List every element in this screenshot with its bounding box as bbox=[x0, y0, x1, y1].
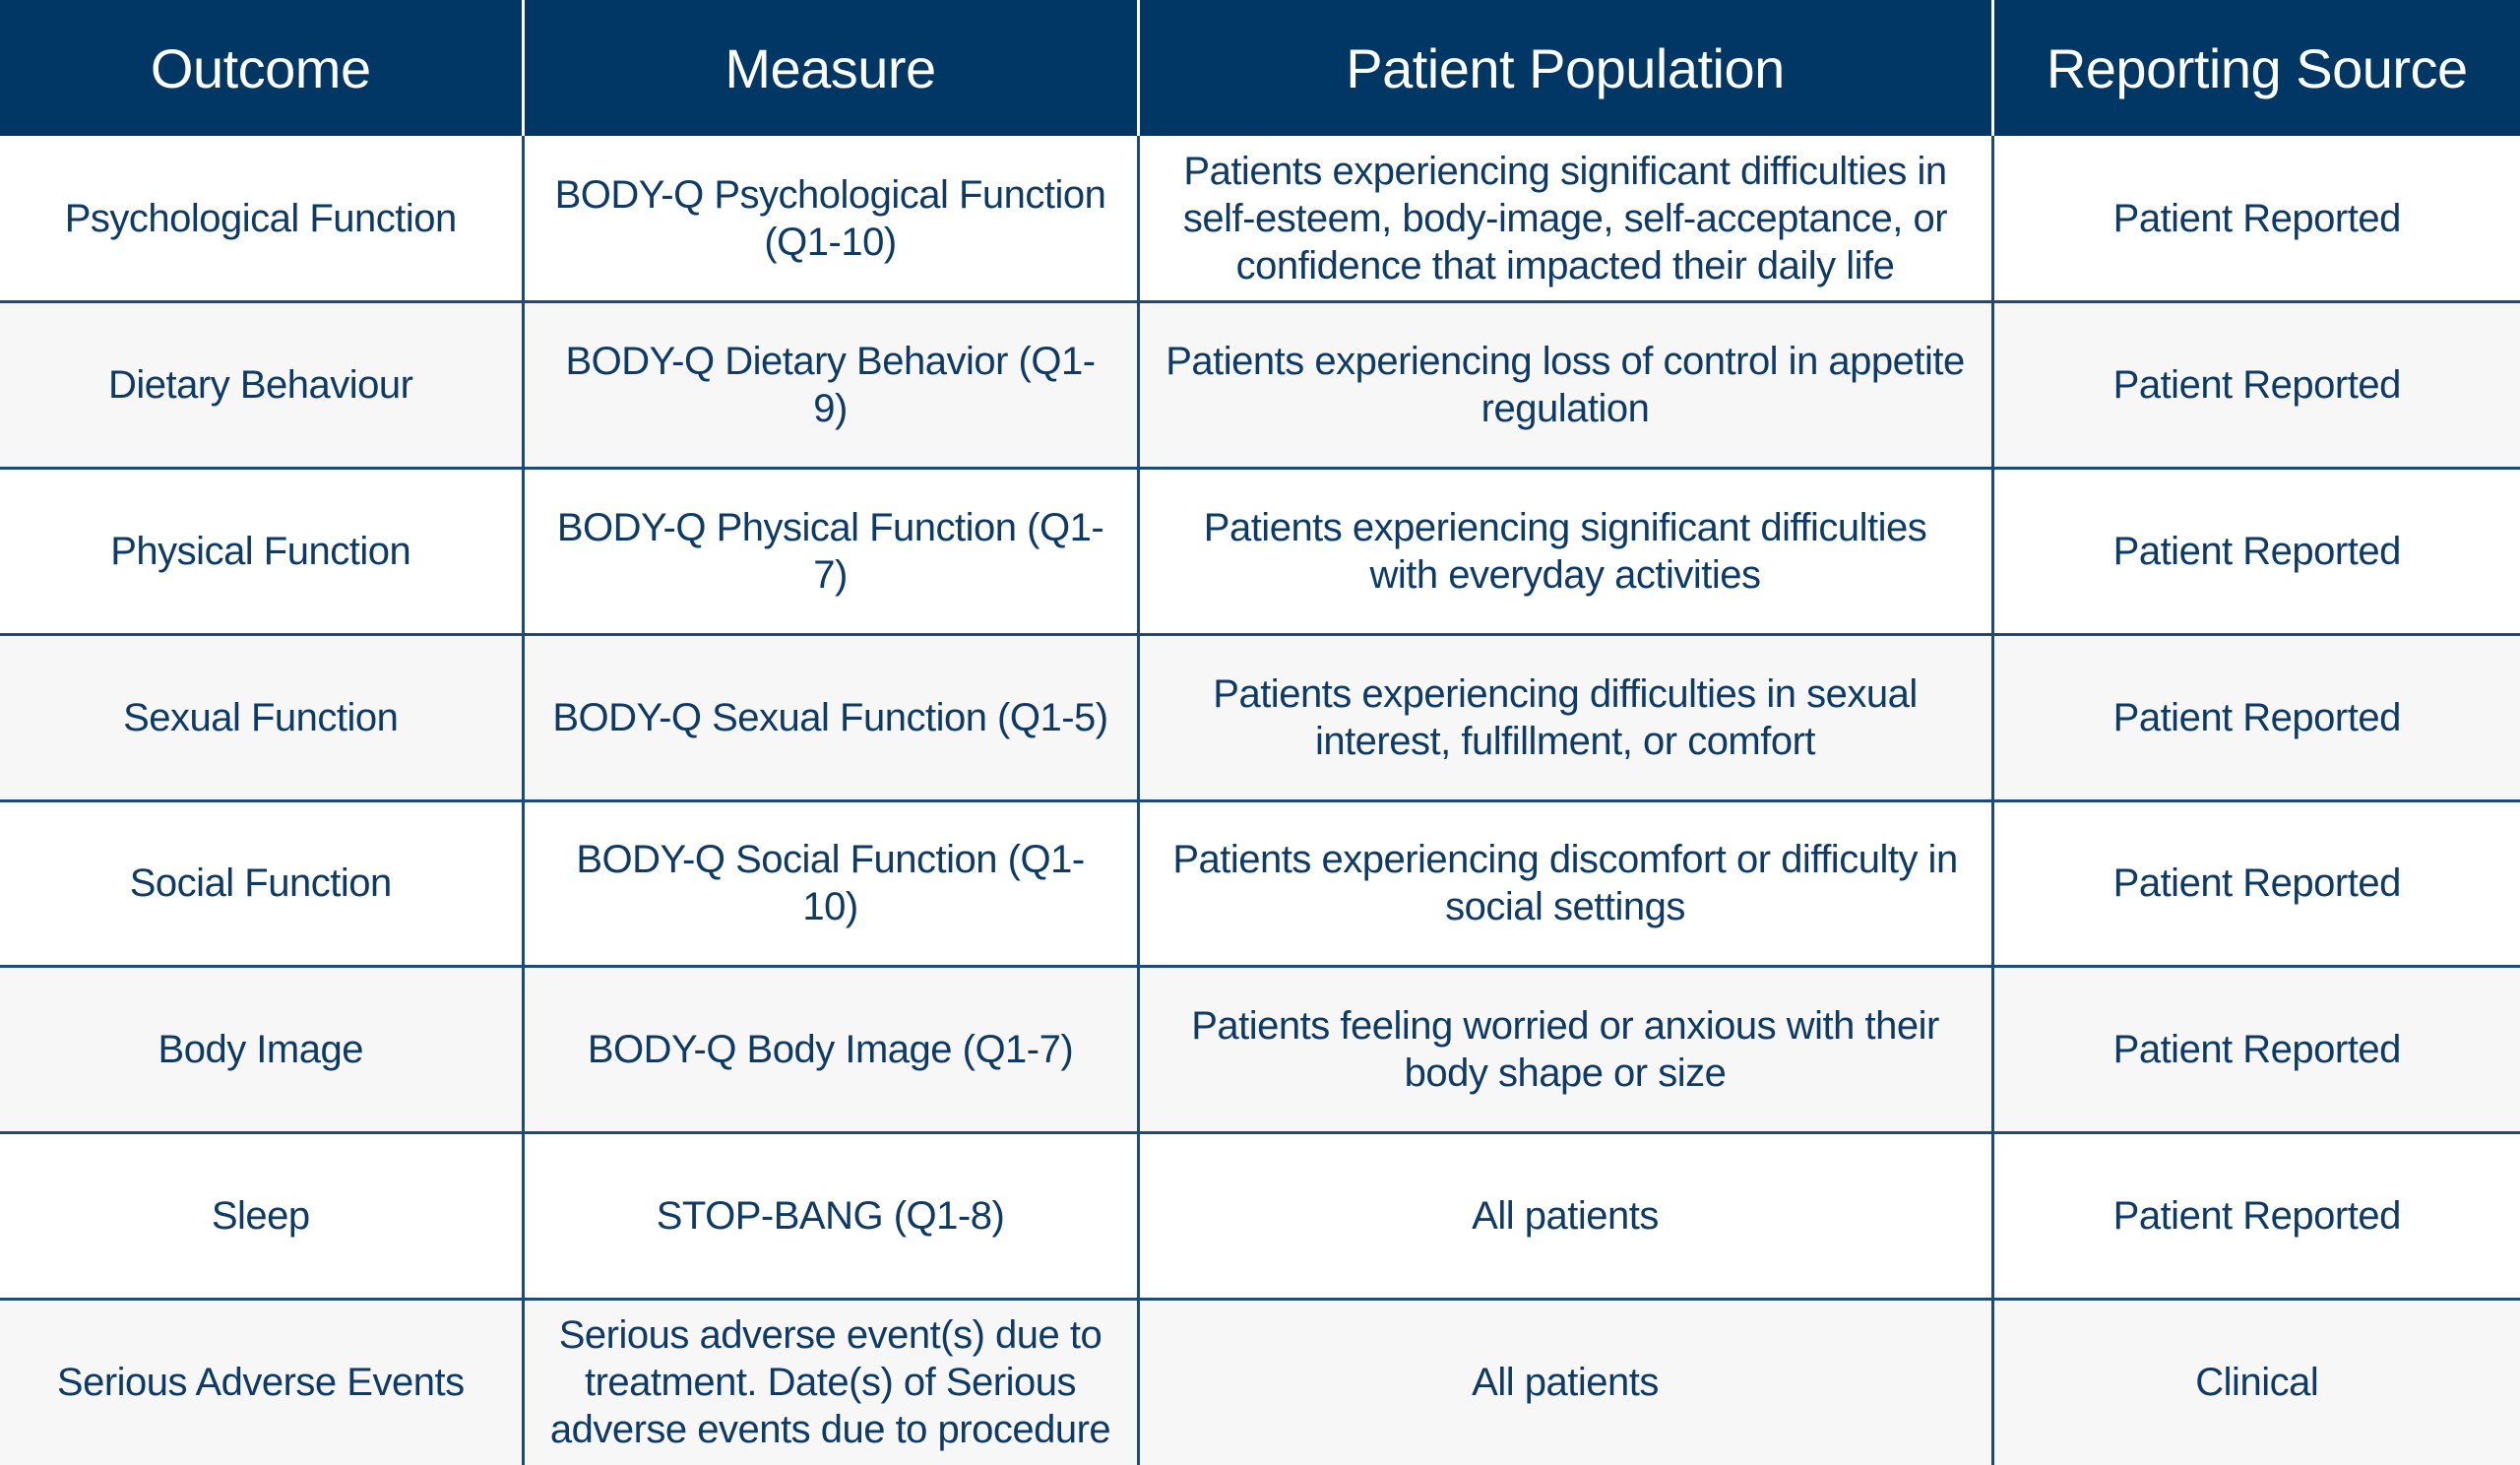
cell-outcome: Social Function bbox=[0, 800, 525, 969]
table-row: Psychological Function BODY-Q Psychologi… bbox=[0, 136, 2520, 304]
cell-source: Clinical bbox=[1992, 1299, 2520, 1465]
cell-source: Patient Reported bbox=[1992, 136, 2520, 304]
cell-measure: BODY-Q Dietary Behavior (Q1-9) bbox=[523, 301, 1140, 470]
cell-outcome: Dietary Behaviour bbox=[0, 301, 525, 470]
cell-population: Patients experiencing discomfort or diff… bbox=[1138, 800, 1994, 969]
cell-outcome: Sexual Function bbox=[0, 634, 525, 802]
table-row: Serious Adverse Events Serious adverse e… bbox=[0, 1299, 2520, 1465]
cell-measure: BODY-Q Social Function (Q1-10) bbox=[523, 800, 1140, 969]
cell-measure: BODY-Q Sexual Function (Q1-5) bbox=[523, 634, 1140, 802]
table-row: Dietary Behaviour BODY-Q Dietary Behavio… bbox=[0, 301, 2520, 470]
cell-population: All patients bbox=[1138, 1299, 1994, 1465]
cell-source: Patient Reported bbox=[1992, 966, 2520, 1134]
cell-outcome: Serious Adverse Events bbox=[0, 1299, 525, 1465]
cell-population: Patients experiencing significant diffic… bbox=[1138, 468, 1994, 636]
cell-population: Patients experiencing difficulties in se… bbox=[1138, 634, 1994, 802]
cell-measure: STOP-BANG (Q1-8) bbox=[523, 1132, 1140, 1301]
cell-outcome: Body Image bbox=[0, 966, 525, 1134]
cell-source: Patient Reported bbox=[1992, 1132, 2520, 1301]
cell-population: Patients experiencing loss of control in… bbox=[1138, 301, 1994, 470]
table-row: Sleep STOP-BANG (Q1-8) All patients Pati… bbox=[0, 1132, 2520, 1301]
table-row: Physical Function BODY-Q Physical Functi… bbox=[0, 468, 2520, 636]
table-row: Social Function BODY-Q Social Function (… bbox=[0, 800, 2520, 969]
header-patient-population: Patient Population bbox=[1138, 0, 1994, 136]
table-body: Psychological Function BODY-Q Psychologi… bbox=[0, 136, 2520, 1465]
header-outcome: Outcome bbox=[0, 0, 525, 136]
cell-population: Patients experiencing significant diffic… bbox=[1138, 136, 1994, 304]
cell-measure: Serious adverse event(s) due to treatmen… bbox=[523, 1299, 1140, 1465]
cell-outcome: Physical Function bbox=[0, 468, 525, 636]
cell-source: Patient Reported bbox=[1992, 301, 2520, 470]
header-row: Outcome Measure Patient Population Repor… bbox=[0, 0, 2520, 136]
cell-outcome: Sleep bbox=[0, 1132, 525, 1301]
cell-measure: BODY-Q Physical Function (Q1-7) bbox=[523, 468, 1140, 636]
header-reporting-source: Reporting Source bbox=[1992, 0, 2520, 136]
cell-source: Patient Reported bbox=[1992, 800, 2520, 969]
table-row: Sexual Function BODY-Q Sexual Function (… bbox=[0, 634, 2520, 802]
cell-population: All patients bbox=[1138, 1132, 1994, 1301]
table-row: Body Image BODY-Q Body Image (Q1-7) Pati… bbox=[0, 966, 2520, 1134]
cell-source: Patient Reported bbox=[1992, 468, 2520, 636]
cell-measure: BODY-Q Body Image (Q1-7) bbox=[523, 966, 1140, 1134]
cell-outcome: Psychological Function bbox=[0, 136, 525, 304]
cell-population: Patients feeling worried or anxious with… bbox=[1138, 966, 1994, 1134]
cell-measure: BODY-Q Psychological Function (Q1-10) bbox=[523, 136, 1140, 304]
cell-source: Patient Reported bbox=[1992, 634, 2520, 802]
table-header: Outcome Measure Patient Population Repor… bbox=[0, 0, 2520, 136]
header-measure: Measure bbox=[523, 0, 1140, 136]
